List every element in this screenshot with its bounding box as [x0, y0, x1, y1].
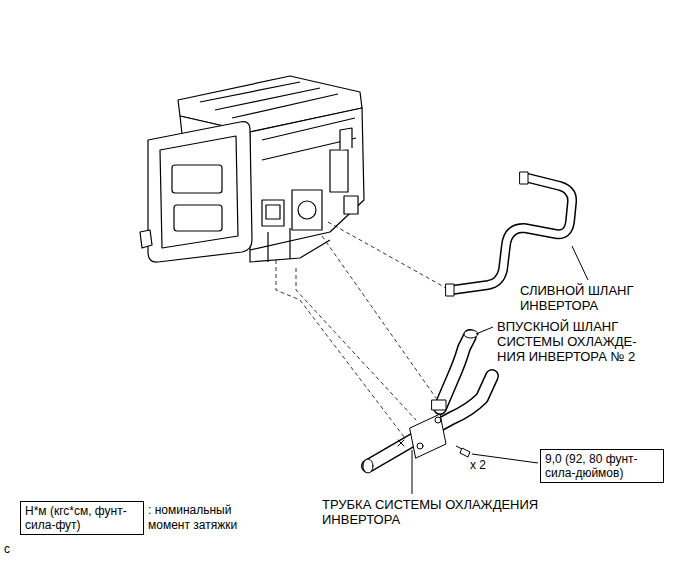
torque-box: 9,0 (92, 80 фунт- сила-дюймов) [540, 449, 664, 483]
drawing-stroke [322, 236, 436, 398]
bolt [456, 446, 470, 457]
drawing-stroke [296, 268, 416, 420]
drawing-stroke [368, 376, 492, 466]
part-name: СЛИВНОЙ ШЛАНГ ИНВЕРТОРА [520, 283, 650, 313]
box-text: Н*м (кгс*см, фунт- сила-фут) [25, 504, 139, 532]
drawing-stroke [266, 205, 280, 219]
drawing-stroke [460, 448, 470, 457]
drawing-stroke [262, 200, 284, 226]
drawing-stroke [160, 136, 238, 248]
drawing-stroke [363, 459, 373, 473]
drawing-stroke [435, 417, 441, 423]
drawing-stroke [298, 201, 316, 219]
box-text: 9,0 (92, 80 фунт- сила-дюймов) [545, 452, 659, 480]
drawing-stroke [276, 260, 414, 450]
figure-code: c [4, 542, 24, 557]
drawing-stroke [452, 178, 572, 290]
drawing-stroke [520, 172, 528, 184]
legend-text: : номинальный момент затяжки [148, 503, 254, 533]
legend-box: Н*м (кгс*см, фунт- сила-фут) [20, 501, 144, 535]
drawing-stroke [440, 336, 470, 408]
drawing-stroke [368, 376, 492, 466]
guide-lines [276, 222, 446, 450]
inverter-assembly [140, 76, 364, 262]
drawing-stroke [250, 108, 364, 250]
drawing-stroke [172, 165, 222, 193]
drawing-stroke [446, 284, 454, 296]
drawing-stroke [200, 82, 338, 118]
drawing-stroke [148, 122, 252, 262]
drawing-stroke [410, 414, 446, 458]
drawing-stroke [412, 450, 413, 494]
drawing-stroke [432, 400, 446, 410]
drawing-stroke [344, 196, 358, 214]
drawing-stroke [452, 178, 572, 290]
drawing-stroke [328, 222, 446, 288]
drawing-stroke [440, 336, 470, 408]
drawing-stroke [464, 330, 478, 338]
drawing-stroke [268, 228, 290, 262]
drawing-stroke [174, 205, 222, 231]
part-name: ВПУСКНОЙ ШЛАНГ СИСТЕМЫ ОХЛАЖДЕ- НИЯ ИНВЕ… [497, 319, 663, 364]
drawing-stroke [572, 246, 588, 280]
drain-hose [446, 172, 572, 296]
quantity-mark: x 2 [470, 458, 500, 473]
intake-hose [432, 330, 478, 410]
drawing-stroke [340, 128, 352, 150]
drawing-stroke [140, 230, 152, 248]
drawing-stroke [476, 327, 493, 334]
drawing-stroke [292, 190, 322, 230]
drawing-stroke [456, 446, 462, 449]
drawing-stroke [398, 440, 404, 446]
drawing-stroke [417, 443, 423, 449]
drawing-stroke [330, 150, 348, 192]
part-name: ТРУБКА СИСТЕМЫ ОХЛАЖДЕНИЯ ИНВЕРТОРА [322, 497, 562, 527]
